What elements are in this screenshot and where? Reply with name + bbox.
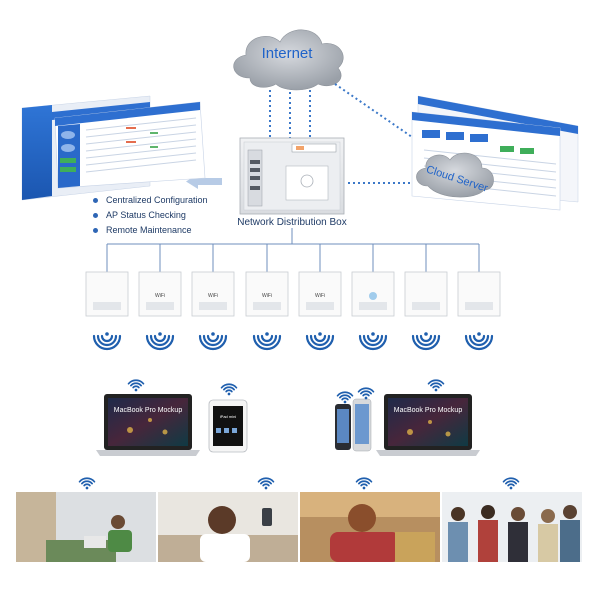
- wifi-icon: [127, 379, 145, 392]
- wifi-icon: [92, 332, 122, 351]
- tablet-text: iPad mini: [220, 414, 237, 419]
- feature-item: AP Status Checking: [92, 208, 208, 223]
- access-point-label: WiFi: [208, 293, 218, 299]
- wifi-icon: [464, 332, 494, 351]
- link-line-cloud: [334, 83, 413, 138]
- access-point-panel: [85, 271, 129, 317]
- photo-room-laptop: [16, 492, 156, 562]
- wifi-icon: [78, 477, 96, 490]
- touch-indicator: [369, 292, 377, 300]
- feature-item: Centralized Configuration: [92, 193, 208, 208]
- wifi-icon: [358, 332, 388, 351]
- wifi-icon: [502, 477, 520, 490]
- access-point-row: WiFi WiFi WiFi WiFi: [85, 271, 501, 317]
- internet-cloud: Internet: [233, 29, 344, 91]
- laptop-left: MacBook Pro Mockup: [96, 394, 200, 456]
- distribution-box-label: Network Distribution Box: [237, 217, 347, 228]
- wifi-icon: [198, 332, 228, 351]
- internet-links: [269, 83, 413, 184]
- laptop-left-text: MacBook Pro Mockup: [114, 407, 183, 414]
- access-point-panel: WiFi: [191, 271, 235, 317]
- access-point-panel: [457, 271, 501, 317]
- wifi-icon: [220, 383, 238, 396]
- feature-list: Centralized Configuration AP Status Chec…: [92, 193, 208, 238]
- access-point-label: WiFi: [315, 293, 325, 299]
- network-distribution-box: [239, 137, 345, 215]
- wifi-icon: [411, 332, 441, 351]
- feature-item: Remote Maintenance: [92, 223, 208, 238]
- wifi-icon: [357, 387, 375, 400]
- tablet: iPad mini: [208, 399, 248, 453]
- people-photos: [16, 492, 582, 562]
- management-dashboard-left: [21, 95, 206, 201]
- access-point-label: WiFi: [262, 293, 272, 299]
- photo-woman-phone: [300, 492, 440, 562]
- photo-man-phone: [158, 492, 298, 562]
- internet-label: Internet: [262, 45, 314, 62]
- wifi-icon: [355, 477, 373, 490]
- wifi-icon: [145, 332, 175, 351]
- access-point-panel: WiFi: [298, 271, 342, 317]
- photo-group-phones: [442, 492, 582, 562]
- laptop-right-text: MacBook Pro Mockup: [394, 407, 463, 414]
- cloud-server-dashboard: Cloud Server: [411, 95, 579, 211]
- access-point-panel: WiFi: [245, 271, 289, 317]
- access-point-panel: [404, 271, 448, 317]
- wifi-icon: [252, 332, 282, 351]
- access-point-panel: WiFi: [138, 271, 182, 317]
- access-point-wifi-signals: [92, 332, 494, 351]
- wifi-icon: [427, 379, 445, 392]
- phones: [335, 398, 372, 452]
- wifi-icon: [305, 332, 335, 351]
- ap-connector-tree: [106, 228, 480, 272]
- access-point-label: WiFi: [155, 293, 165, 299]
- access-point-panel: [351, 271, 395, 317]
- device-wifi-signals: [78, 379, 520, 490]
- wifi-icon: [257, 477, 275, 490]
- devices-row: MacBook Pro Mockup iPad mini MacBook Pro…: [96, 394, 480, 456]
- wifi-icon: [336, 391, 354, 404]
- laptop-right: MacBook Pro Mockup: [376, 394, 480, 456]
